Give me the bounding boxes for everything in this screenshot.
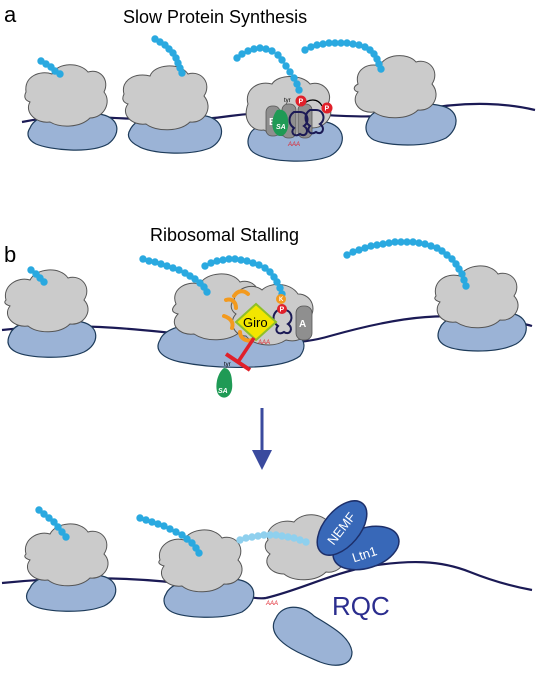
panel-b-ribosome-1 [4,266,97,358]
panel-c-chain-1 [35,506,70,541]
svg-text:P: P [325,106,330,113]
svg-text:SA: SA [276,124,286,131]
panel-c-aaa: AAA [265,601,278,607]
panel-a-ribosome-4 [301,39,457,146]
svg-text:P: P [280,307,285,314]
panel-a-tyr-label: tyr [284,98,291,104]
down-arrow [252,408,272,470]
panel-b-chain-1 [27,266,48,286]
panel-b-title: Ribosomal Stalling [150,225,299,245]
panel-a-chain-4 [301,39,385,73]
svg-text:Giro: Giro [243,315,268,330]
panel-b-aaa: AAA [257,340,270,346]
panel-b-ribosome-2: A Giro K P AAA [139,255,314,398]
panel-b-sa-trna: SA tyr [216,362,233,398]
panel-a-title: Slow Protein Synthesis [123,7,307,27]
panel-a-chain-1 [37,57,64,78]
panel-c-rqc-complex: Ltn1 NEMF [236,500,400,581]
panel-a-letter: a [4,2,17,27]
svg-text:Ltn1: Ltn1 [350,543,379,565]
panel-c-faded-chain [236,531,310,546]
svg-text:P: P [299,99,304,106]
panel-c-ribosome-2 [136,514,255,618]
panel-b-letter: b [4,242,16,267]
panel-a-sa-trna: SA tyr [272,98,291,137]
panel-a-ribosome-1 [24,57,118,151]
panel-b-tyr-label: tyr [224,362,231,368]
panel-a-phospho-2: P [321,102,333,114]
panel-b-ribosome-3 [343,238,527,352]
panel-c-nemf: NEMF [316,500,368,556]
panel-b-a-site: A [295,305,313,341]
panel-a-ribosome-3: E SA tyr P P AAA [233,44,343,162]
panel-b-inhibition [224,337,256,372]
panel-a-trna-2 [304,109,325,135]
panel-c-chain-2 [136,514,203,557]
panel-a-phospho-1: P [295,95,307,107]
panel-a-aaa: AAA [287,142,300,148]
panel-c-ribosome-1 [24,506,117,612]
panel-a-ribosome-2 [122,35,223,154]
svg-text:SA: SA [218,388,228,395]
panel-c-free-small-subunit [272,606,353,666]
svg-text:A: A [299,319,306,330]
panel-b-chain-3 [201,255,286,298]
panel-a-chain-3 [233,44,303,94]
svg-text:K: K [279,297,284,303]
panel-b-k-tag: K [276,294,286,304]
panel-c-rqc-label: RQC [332,591,390,621]
panel-b-chain-2 [139,255,211,296]
panel-c-mrna-right [265,561,533,600]
panel-b-chain-4 [343,238,470,290]
panel-a-trna-1 [288,111,309,137]
panel-a-chain-2 [151,35,186,77]
panel-b-giro: Giro [234,302,278,342]
panel-b-phospho: P [277,304,287,314]
